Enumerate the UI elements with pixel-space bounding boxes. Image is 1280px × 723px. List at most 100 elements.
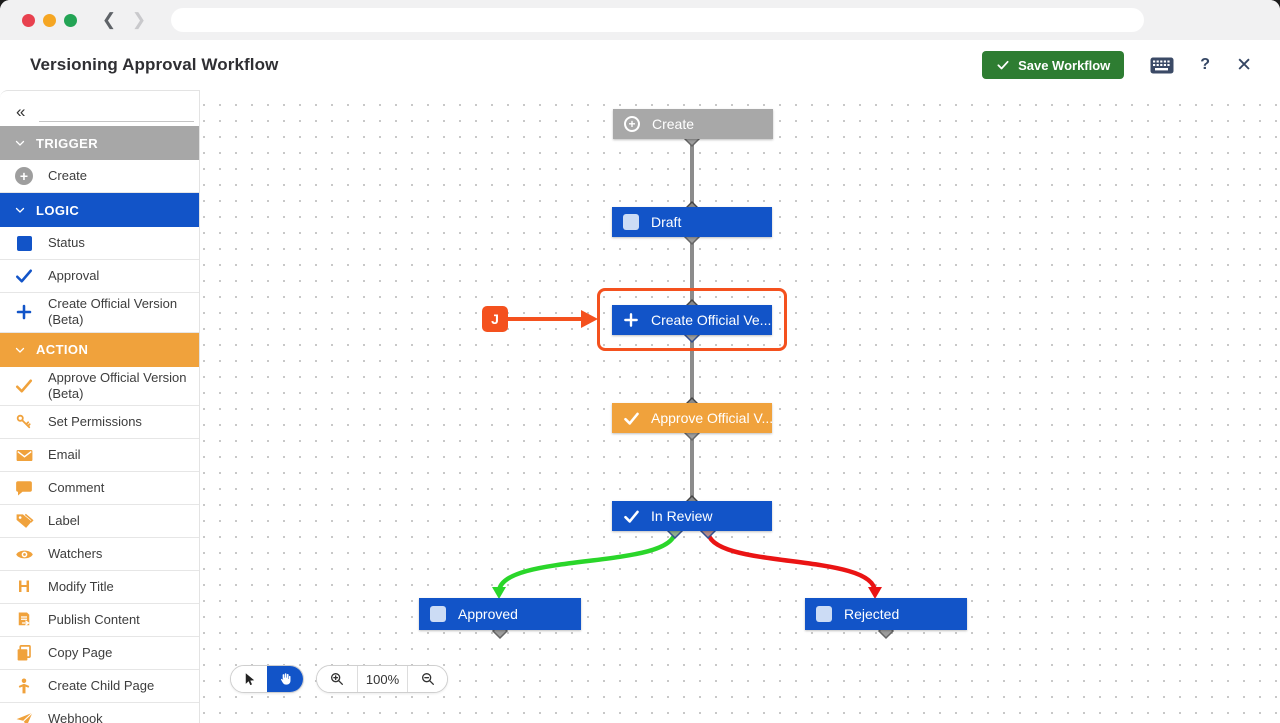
chevron-down-icon [15,140,25,146]
node-label: Rejected [844,606,900,622]
node-approve-official-version[interactable]: Approve Official V... [612,403,774,433]
node-draft[interactable]: Draft [612,207,772,237]
save-workflow-label: Save Workflow [1018,57,1111,73]
sidebar-item-modify-title[interactable]: H Modify Title [0,571,199,604]
node-create[interactable]: + Create [613,109,773,139]
pointer-mode-toolbar [230,665,304,693]
node-in-review[interactable]: In Review [612,501,772,531]
browser-chrome: ❮ ❯ [0,0,1280,40]
sidebar-item-label: Create [48,167,88,183]
sidebar-item-label: Approval [48,267,100,283]
node-label: Approved [458,606,518,622]
close-editor-button[interactable]: ✕ [1236,54,1252,76]
sidebar-item-label: Status [48,234,85,250]
sidebar-item-label[interactable]: Label [0,505,199,538]
sidebar-item-label: Label [48,512,80,528]
sidebar-item-label: Comment [48,479,105,495]
section-header-logic[interactable]: LOGIC [0,193,199,227]
publish-document-icon [14,610,34,630]
shortcut-badge: J [482,306,508,332]
check-icon [14,266,34,286]
check-icon [996,58,1010,72]
comment-bubble-icon [14,478,34,498]
sidebar-item-label: Approve Official Version (Beta) [48,369,187,401]
node-rejected[interactable]: Rejected [805,598,967,630]
sidebar-item-label: Create Official Version (Beta) [48,296,178,328]
sidebar-item-label: Create Child Page [48,677,155,693]
zoom-out-icon [421,673,434,685]
paper-plane-icon [14,709,34,723]
zoom-toolbar: 100% [316,665,448,693]
sidebar-item-copy-page[interactable]: Copy Page [0,637,199,670]
keyboard-shortcuts-icon[interactable] [1150,57,1174,74]
zoom-level-display: 100% [357,666,407,692]
section-header-trigger[interactable]: TRIGGER [0,126,199,160]
maximize-window-button[interactable] [64,13,77,27]
node-create-official-version[interactable]: Create Official Ve... [612,305,772,335]
sidebar-item-label: Publish Content [48,611,140,627]
circle-plus-icon: + [14,166,34,186]
help-button[interactable]: ? [1200,56,1211,73]
pan-tool-button[interactable] [267,666,303,692]
status-square-icon [429,606,447,622]
check-icon [622,410,640,427]
palette-search-input[interactable] [39,104,195,122]
zoom-out-button[interactable] [407,666,447,692]
check-icon [14,376,34,396]
node-approved[interactable]: Approved [419,598,581,630]
sidebar-item-set-permissions[interactable]: Set Permissions [0,406,199,439]
window-controls [22,13,77,27]
chevron-down-icon [15,207,25,213]
chevron-down-icon [15,347,25,353]
page-title: Versioning Approval Workflow [30,55,279,74]
tag-icon [14,511,34,531]
sidebar-item-comment[interactable]: Comment [0,472,199,505]
node-label: In Review [651,508,713,524]
copy-pages-icon [14,643,34,663]
forward-icon[interactable]: ❯ [131,10,147,29]
section-label: TRIGGER [36,135,99,151]
sidebar-item-label: Set Permissions [48,413,142,429]
status-square-icon [14,233,34,253]
status-square-icon [815,606,833,622]
sidebar-item-label: Copy Page [48,644,113,660]
url-bar[interactable] [171,8,1144,32]
collapse-sidebar-button[interactable]: « [12,101,29,122]
back-icon[interactable]: ❮ [101,10,117,29]
minimize-window-button[interactable] [43,13,56,27]
person-icon [14,676,34,696]
sidebar-item-label: Email [48,446,81,462]
check-icon [622,508,640,525]
sidebar-item-create[interactable]: + Create [0,160,199,193]
node-label: Draft [651,214,682,230]
envelope-icon [14,445,34,465]
section-header-action[interactable]: ACTION [0,332,199,367]
select-tool-button[interactable] [231,666,267,692]
zoom-in-icon [331,673,343,685]
zoom-in-button[interactable] [317,666,357,692]
status-square-icon [622,214,640,230]
sidebar-item-label: Webhook [48,710,103,723]
section-label: ACTION [36,342,89,357]
sidebar-item-label: Watchers [48,545,103,561]
sidebar-item-publish-content[interactable]: Publish Content [0,604,199,637]
app-header: Versioning Approval Workflow Save Workfl… [0,40,1280,90]
heading-icon: H [17,577,31,596]
sidebar-item-create-child-page[interactable]: Create Child Page [0,670,199,703]
sidebar-item-approve-official-version[interactable]: Approve Official Version (Beta) [0,366,199,406]
sidebar-item-status[interactable]: Status [0,227,199,260]
sidebar-item-approval[interactable]: Approval [0,260,199,293]
workflow-canvas[interactable]: + Create Draft J Create Official Ve... A… [200,90,1280,723]
node-label: Approve Official V... [651,410,774,426]
cursor-icon [245,672,254,685]
sidebar-item-watchers[interactable]: Watchers [0,538,199,571]
circle-plus-icon: + [623,116,641,132]
sidebar-item-email[interactable]: Email [0,439,199,472]
sidebar-item-webhook[interactable]: Webhook [0,703,199,723]
sidebar-item-create-official-version[interactable]: Create Official Version (Beta) [0,293,199,333]
eye-icon [14,544,34,564]
save-workflow-button[interactable]: Save Workflow [982,51,1125,79]
close-window-button[interactable] [22,13,35,27]
plus-icon [622,312,640,328]
